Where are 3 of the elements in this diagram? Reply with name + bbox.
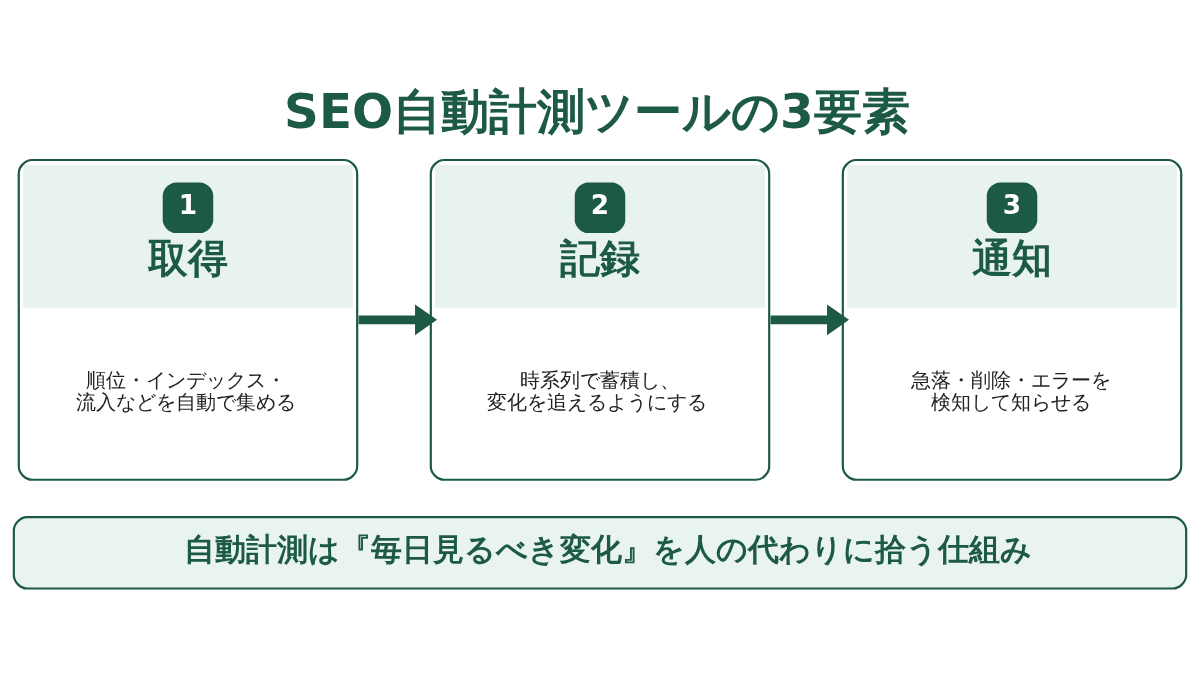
arrow	[358, 304, 437, 336]
diagram-title: SEO自動計測ツールの3要素	[284, 83, 910, 140]
arrow	[770, 304, 849, 336]
